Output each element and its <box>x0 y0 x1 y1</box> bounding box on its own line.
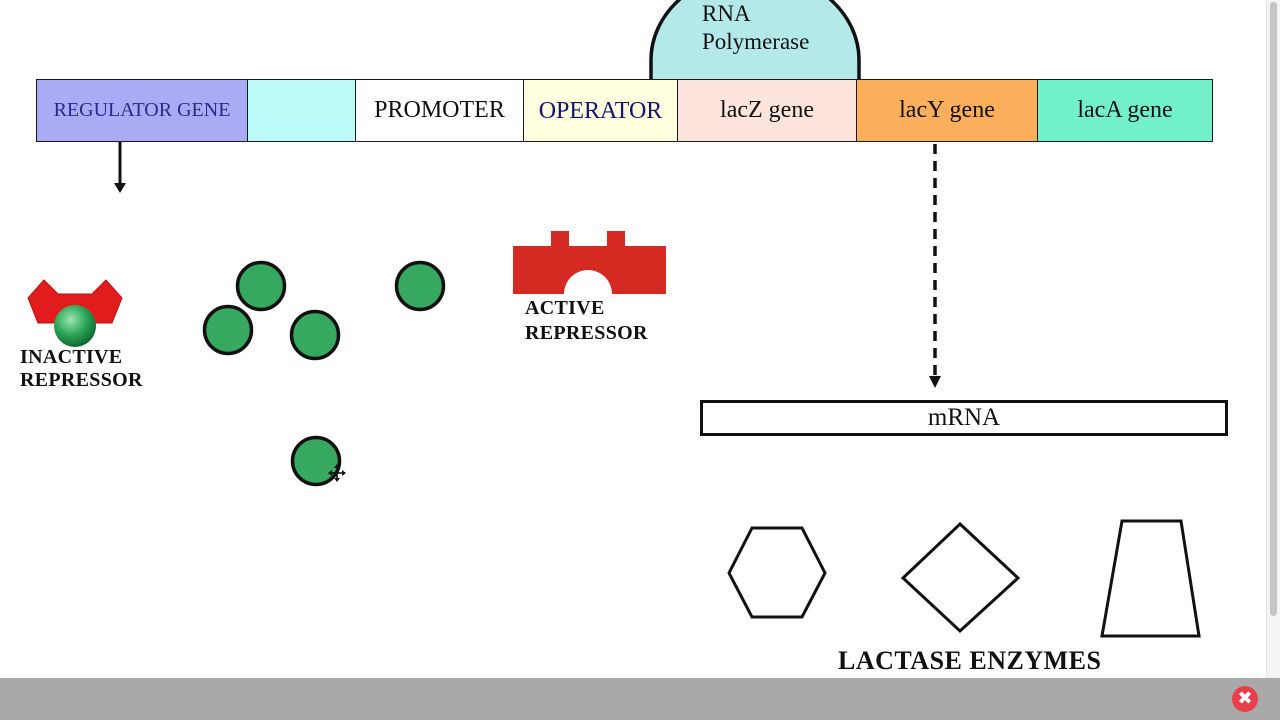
vertical-scrollbar[interactable] <box>1266 0 1280 678</box>
lactose-molecules <box>202 260 446 487</box>
mrna-strand: mRNA <box>700 400 1228 436</box>
diagram-graphics <box>27 0 1201 638</box>
mrna-label: mRNA <box>927 404 1001 431</box>
lactase-enzymes-label: LACTASE ENZYMES <box>838 646 1102 675</box>
lactose-molecule <box>289 309 341 361</box>
trapezoid-enzyme <box>1100 519 1201 638</box>
lacz-gene-label: lacZ gene <box>720 97 814 123</box>
scrollbar-thumb[interactable] <box>1270 2 1277 616</box>
active-repressor-label: ACTIVE REPRESSOR <box>525 296 648 345</box>
rna-polymerase-label: RNA Polymerase <box>702 0 809 56</box>
inactive-repressor-line2: REPRESSOR <box>20 369 143 391</box>
regulator-gene-label: REGULATOR GENE <box>53 99 231 121</box>
active-repressor-line1: ACTIVE <box>525 297 605 319</box>
inactive-repressor-shape <box>27 279 123 347</box>
inactive-repressor-line1: INACTIVE <box>20 346 123 368</box>
lactose-molecule <box>394 260 446 312</box>
inactive-repressor-label: INACTIVE REPRESSOR <box>20 345 143 392</box>
regulator-gene: REGULATOR GENE <box>36 79 248 142</box>
active-repressor-line2: REPRESSOR <box>525 322 648 344</box>
promoter-region: PROMOTER <box>355 79 524 142</box>
transcription-arrow <box>929 144 941 388</box>
promoter-label: PROMOTER <box>374 97 505 123</box>
lacz-gene: lacZ gene <box>677 79 857 142</box>
lactose-molecule <box>235 260 287 312</box>
operator-region: OPERATOR <box>523 79 678 142</box>
hexagon-enzyme <box>727 526 827 619</box>
active-repressor-shape <box>513 231 666 294</box>
lacy-gene: lacY gene <box>856 79 1038 142</box>
bottom-control-bar: ✖ <box>0 678 1280 720</box>
laca-gene: lacA gene <box>1037 79 1213 142</box>
diamond-enzyme <box>900 521 1021 634</box>
operator-label: OPERATOR <box>538 98 663 124</box>
laca-gene-label: lacA gene <box>1077 97 1173 123</box>
lactose-molecule <box>202 304 254 356</box>
move-cursor-icon <box>328 464 346 482</box>
lacy-gene-label: lacY gene <box>899 97 995 123</box>
spacer-region <box>247 79 356 142</box>
rna-polymerase-line1: RNA <box>702 1 751 26</box>
close-icon[interactable]: ✖ <box>1232 686 1258 712</box>
rna-polymerase-line2: Polymerase <box>702 29 810 54</box>
lactose-molecule[interactable] <box>290 435 342 487</box>
rna-polymerase-shape <box>649 0 861 86</box>
